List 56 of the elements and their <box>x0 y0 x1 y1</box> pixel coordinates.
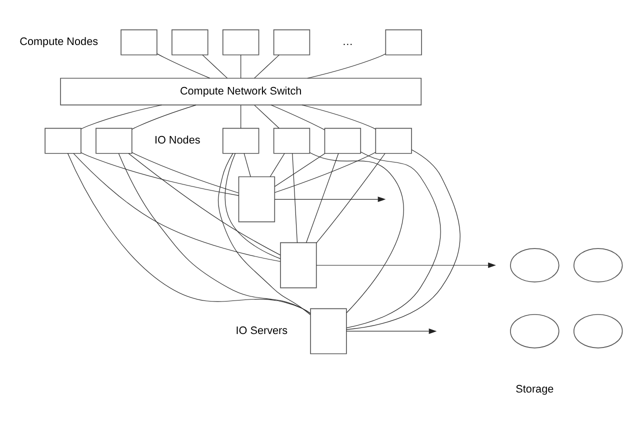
connector <box>118 153 311 314</box>
connector <box>240 104 242 129</box>
label: Compute Nodes <box>20 36 98 48</box>
connector <box>132 152 239 194</box>
connector <box>128 153 281 256</box>
node-box <box>310 308 347 354</box>
connector <box>218 153 311 316</box>
connector <box>202 54 228 78</box>
arrow <box>346 328 437 334</box>
label: IO Nodes <box>154 134 200 147</box>
node-ellipse <box>573 248 623 282</box>
node-box <box>222 29 260 56</box>
connector <box>240 54 242 78</box>
connector <box>346 152 441 328</box>
connector <box>346 149 460 330</box>
node-box <box>324 128 362 154</box>
connector <box>316 153 386 244</box>
connector <box>274 152 376 193</box>
node-box <box>120 29 158 56</box>
node-ellipse <box>510 248 560 282</box>
connector <box>254 54 280 78</box>
node-box <box>280 242 317 288</box>
connector <box>270 153 285 177</box>
node-box <box>44 128 82 154</box>
node-box <box>375 128 412 154</box>
connector <box>156 54 210 78</box>
label: Storage <box>516 383 554 396</box>
connector <box>306 153 339 243</box>
node-box: Compute Network Switch <box>60 78 422 106</box>
node-box <box>172 29 208 56</box>
node-box <box>385 29 422 56</box>
node-box <box>238 176 276 222</box>
connector <box>80 152 239 196</box>
node-ellipse <box>510 314 560 348</box>
node-box <box>96 128 132 154</box>
arrow <box>316 262 496 268</box>
connector <box>292 153 298 243</box>
connector <box>310 152 404 314</box>
label: … <box>342 36 354 48</box>
node-box <box>273 128 310 154</box>
connector <box>224 153 281 259</box>
node-box <box>273 29 310 56</box>
connector <box>244 153 251 177</box>
node-ellipse <box>573 314 623 348</box>
arrow <box>274 196 386 202</box>
connector <box>67 153 311 314</box>
connector <box>302 104 376 130</box>
connector <box>73 153 281 262</box>
connector <box>132 104 196 130</box>
node-box <box>222 128 260 154</box>
connector <box>270 104 325 130</box>
label: IO Servers <box>236 325 288 338</box>
connector <box>254 104 280 129</box>
connector <box>80 104 162 130</box>
connector <box>274 153 326 187</box>
connector <box>307 54 386 79</box>
